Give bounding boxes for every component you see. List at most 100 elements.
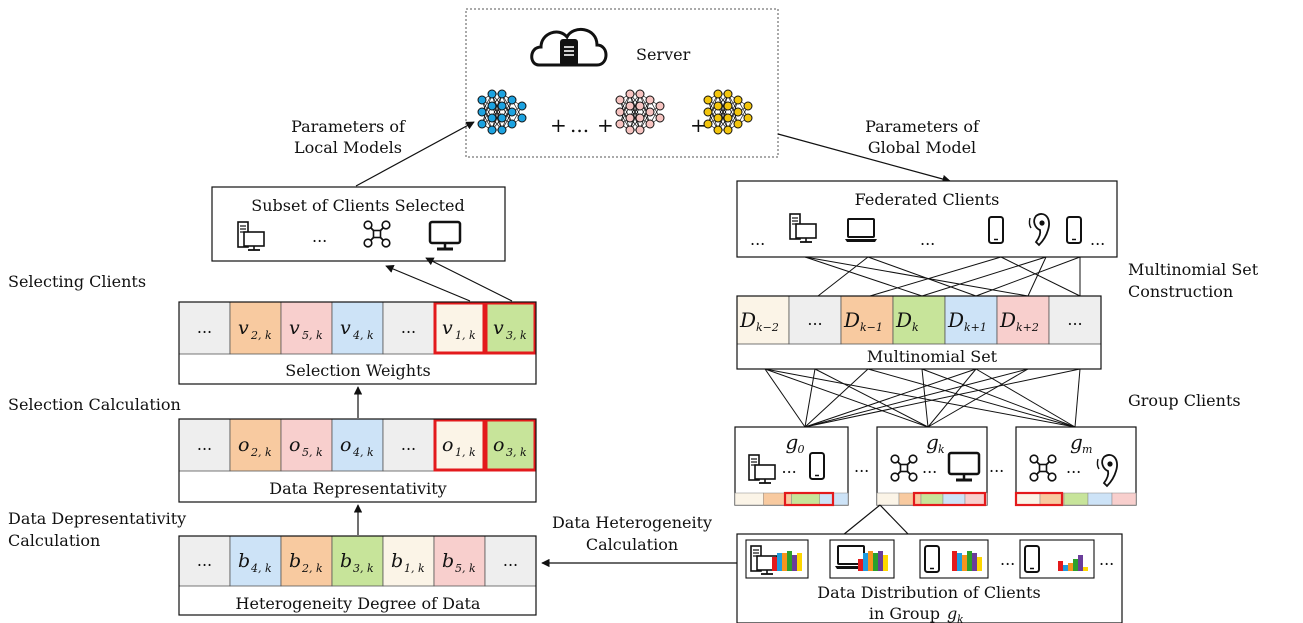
selecting-clients-label: Selecting Clients: [8, 272, 146, 291]
distribution-group-symbol: g: [947, 604, 957, 623]
group-clients-label: Group Clients: [1128, 391, 1241, 410]
representativity-cell-subscript: 4, k: [352, 446, 374, 459]
representativity-cell-subscript: 1, k: [455, 446, 476, 459]
distribution-bar: [873, 553, 878, 571]
client-distribution-item: [829, 539, 895, 579]
heterogeneity-cell-symbol: b: [238, 550, 250, 572]
local-models-group: [477, 89, 753, 135]
distribution-bar: [883, 555, 888, 571]
representativity-cell-subscript: 3, k: [506, 446, 527, 459]
representativity-selected-outline: [484, 418, 537, 472]
heterogeneity-cell-ellipsis: ...: [197, 551, 212, 570]
distribution-title: Data Distribution of Clients: [817, 583, 1040, 602]
group-symbol: g: [926, 430, 939, 454]
group-subscript: m: [1082, 443, 1092, 456]
multinomial-construction-label: Construction: [1128, 282, 1233, 301]
selection-weight-cell-ellipsis: ...: [401, 318, 416, 337]
model-ellipsis: ...: [570, 113, 589, 137]
heterogeneity-cell-subscript: 1, k: [404, 562, 425, 575]
group-gap-ellipsis: ...: [989, 457, 1004, 476]
heterogeneity-cell: ...: [484, 535, 537, 587]
multinomial-cell-symbol: D: [895, 308, 912, 332]
distribution-ellipsis: ...: [1000, 550, 1015, 569]
selection-weights-caption: Selection Weights: [285, 361, 430, 380]
selection-weight-cell-subscript: 1, k: [455, 329, 476, 342]
multinomial-cell-subscript: k+1: [964, 321, 987, 334]
selection-weight-selected-outline: [484, 301, 537, 355]
heterogeneity-cell: ...: [178, 535, 231, 587]
heterogeneity-cell-subscript: 2, k: [301, 562, 323, 575]
group-ellipsis: ...: [922, 458, 937, 477]
client-distribution-items: ...: [745, 539, 1095, 579]
data-rep-calc-label: Calculation: [8, 531, 100, 550]
multinomial-to-groups-links: [764, 368, 1081, 428]
multinomial-cell-symbol: D: [739, 308, 756, 332]
distribution-bar: [967, 551, 972, 571]
selection-calc-label: Selection Calculation: [8, 395, 181, 414]
distribution-bar: [787, 551, 792, 571]
representativity-cell-symbol: o: [238, 434, 249, 456]
representativity-cell: ...: [382, 418, 435, 472]
selection-weight-cell-symbol: v: [442, 317, 453, 339]
distribution-bar: [792, 555, 797, 571]
representativity-cell-subscript: 2, k: [250, 446, 272, 459]
group-selected-outline: [1014, 491, 1064, 507]
distribution-bar: [952, 551, 957, 571]
multinomial-cell-subscript: k+2: [1016, 321, 1039, 334]
distribution-bar: [977, 557, 982, 571]
group-symbol: g: [1070, 430, 1083, 454]
distribution-bar: [972, 553, 977, 571]
smartphone-icon: [924, 545, 940, 573]
representativity-cell-ellipsis: ...: [401, 435, 416, 454]
multinomial-cell-symbol: D: [843, 308, 860, 332]
group-gap-ellipsis: ...: [854, 457, 869, 476]
smartphone-icon: [809, 452, 825, 480]
representativity-cell-symbol: o: [442, 434, 453, 456]
group-ellipsis: ...: [782, 458, 797, 477]
multinomial-cell-ellipsis: ...: [1067, 310, 1082, 329]
selection-weight-cell-symbol: v: [289, 317, 300, 339]
params-global-label: Global Model: [868, 138, 976, 157]
distribution-group-subscript: k: [957, 613, 964, 623]
federated-ellipsis: ...: [920, 230, 935, 249]
client-distribution-item: [919, 539, 989, 579]
distribution-bar: [1073, 559, 1078, 571]
representativity-cell-symbol: o: [493, 434, 504, 456]
params-global-label: Parameters of: [865, 117, 980, 136]
plus-sign: +: [597, 113, 614, 137]
distribution-bar: [863, 553, 868, 571]
selection-weight-cell-symbol: v: [340, 317, 351, 339]
subset-title: Subset of Clients Selected: [251, 196, 464, 215]
federated-title: Federated Clients: [855, 190, 1000, 209]
group-selected-outline: [783, 491, 835, 507]
distribution-bar: [858, 559, 863, 571]
client-distribution-item: [1019, 539, 1095, 579]
multinomial-cell-subscript: k: [912, 321, 919, 334]
selection-weight-cell-subscript: 4, k: [352, 329, 374, 342]
multinomial-construction-label: Multinomial Set: [1128, 260, 1259, 279]
heterogeneity-cell-symbol: b: [442, 550, 454, 572]
distribution-bar: [1063, 565, 1068, 571]
distribution-ellipsis: ...: [1099, 550, 1114, 569]
distribution-bar: [962, 555, 967, 571]
neural-network-icon: [703, 89, 753, 135]
params-local-label: Parameters of: [291, 117, 406, 136]
heterogeneity-cell-symbol: b: [340, 550, 352, 572]
